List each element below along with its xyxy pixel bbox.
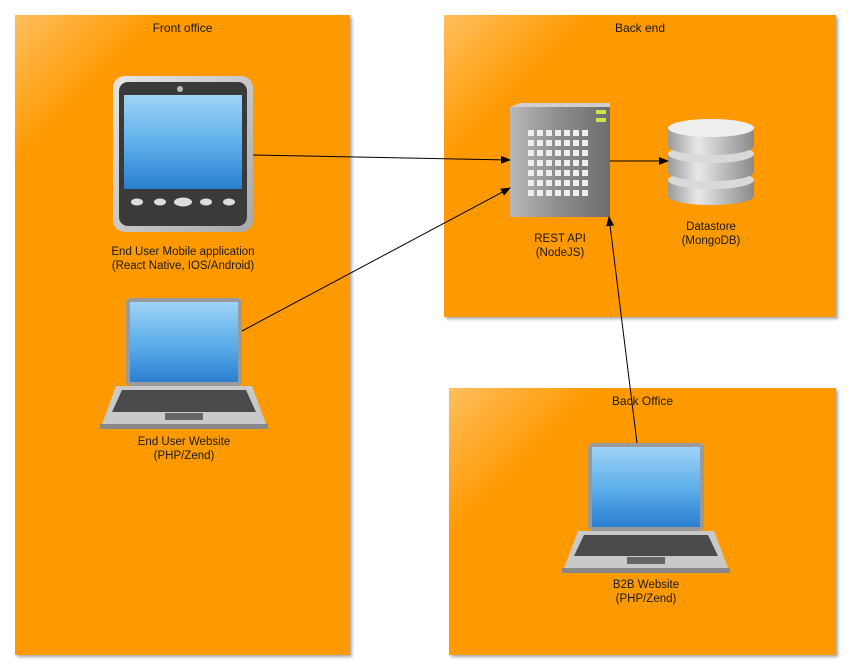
rest-api-label: REST API (NodeJS) [500,232,620,260]
laptop-icon [100,298,268,429]
datastore-tech: (MongoDB) [681,235,741,247]
end-user-website-tech: (PHP/Zend) [153,450,215,462]
server-icon [510,103,610,217]
back-end-panel: Back end [444,15,836,317]
mobile-app-tech: (React Native, IOS/Android) [111,260,255,272]
rest-api-tech: (NodeJS) [535,247,585,259]
laptop-icon [562,443,730,573]
edge-mobile-to-api [252,154,511,164]
mobile-app-label: End User Mobile application (React Nativ… [83,245,283,273]
b2b-website-name: B2B Website [612,579,680,591]
end-user-website-label: End User Website (PHP/Zend) [84,435,284,463]
rest-api-name: REST API [534,233,586,245]
b2b-website-label: B2B Website (PHP/Zend) [586,578,706,606]
end-user-website-name: End User Website [137,436,231,448]
front-office-title: Front office [152,21,213,35]
back-office-title: Back Office [611,394,674,408]
back-end-title: Back end [614,21,666,35]
database-icon [668,119,754,205]
mobile-app-name: End User Mobile application [111,246,255,258]
b2b-website-tech: (PHP/Zend) [615,593,677,605]
edge-b2b-to-api [606,216,638,444]
datastore-label: Datastore (MongoDB) [651,220,771,248]
tablet-icon [113,76,253,232]
connector-arrows [241,154,669,444]
edge-website-to-api [241,187,511,332]
datastore-name: Datastore [686,221,736,233]
